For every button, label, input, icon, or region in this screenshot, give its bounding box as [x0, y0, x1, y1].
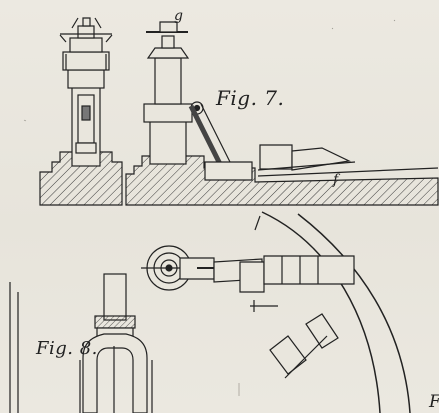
- fig7-left-column: [39, 17, 123, 206]
- fig7-main-machine: [125, 21, 439, 206]
- paper-texture: [23, 19, 396, 396]
- fig8-caption: Fig. 8.: [36, 338, 98, 359]
- edge-letter: F: [429, 392, 439, 412]
- part-label-f: f: [333, 172, 339, 188]
- part-label-g: g: [174, 8, 183, 24]
- fig7-caption: Fig. 7.: [216, 86, 285, 110]
- fig8-machine: [9, 273, 153, 413]
- assembly-plan-view: [141, 211, 411, 413]
